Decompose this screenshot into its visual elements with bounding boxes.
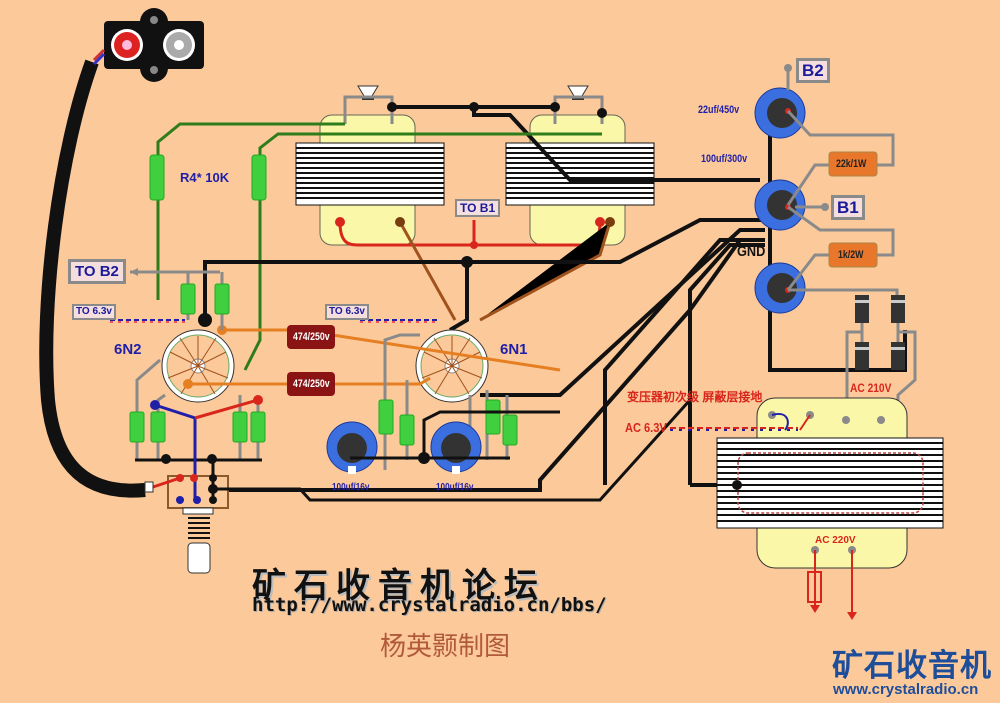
b2-label: B2 xyxy=(796,58,830,83)
resistor-1k-label: 1k/2W xyxy=(838,249,864,261)
cathode-capacitor-left xyxy=(326,421,378,474)
resistor-1k xyxy=(828,242,878,268)
ac-63v-label: AC 6.3V xyxy=(625,420,667,435)
b1-label: B1 xyxy=(831,195,865,220)
tube-6n1-label: 6N1 xyxy=(500,341,528,358)
forum-title: 矿石收音机论坛 xyxy=(252,566,546,606)
resistor-22k xyxy=(828,151,878,177)
site-logo-text: 矿石收音机 xyxy=(832,648,992,684)
filter-capacitor-22uf xyxy=(754,87,806,139)
power-transformer xyxy=(716,397,944,569)
tube-socket-6n1 xyxy=(415,329,489,403)
ac-210v-label: AC 210V xyxy=(850,381,892,395)
coupling-capacitor-bottom xyxy=(287,372,335,396)
coupling-capacitor-top xyxy=(287,325,335,349)
fuse xyxy=(807,571,822,603)
site-logo-url: www.crystalradio.cn xyxy=(833,681,979,698)
capacitor-22uf-label: 22uf/450v xyxy=(698,104,740,116)
coupling-cap-bottom-label: 474/250v xyxy=(293,378,330,390)
forum-url: http://www.crystalradio.cn/bbs/ xyxy=(252,594,607,616)
ac-220v-label: AC 220V xyxy=(815,535,856,546)
filter-capacitor-100uf xyxy=(754,179,806,231)
tube-socket-6n2 xyxy=(161,329,235,403)
shielded-cable xyxy=(39,59,146,498)
r4-label: R4* 10K xyxy=(180,170,230,185)
to-b2-label: TO B2 xyxy=(68,259,126,284)
tube-6n2-label: 6N2 xyxy=(114,341,142,358)
cathode-capacitor-right xyxy=(430,421,482,474)
output-transformer-left xyxy=(295,114,445,246)
author-credit: 杨英颢制图 xyxy=(380,632,511,662)
resistor-22k-label: 22k/1W xyxy=(836,158,867,170)
capacitor-100uf-label: 100uf/300v xyxy=(701,153,748,165)
to-b1-label: TO B1 xyxy=(455,199,501,217)
to-63v-label-left: TO 6.3v xyxy=(72,304,116,320)
to-63v-label-right: TO 6.3v xyxy=(325,304,369,320)
capacitor-100uf16v-left-label: 100uf/16v xyxy=(332,482,370,493)
filter-capacitor-ground xyxy=(754,262,806,314)
coupling-cap-top-label: 474/250v xyxy=(293,331,330,343)
shield-ground-note: 变压器初次级 屏蔽层接地 xyxy=(627,390,763,404)
bridge-rectifier xyxy=(845,295,917,420)
capacitor-100uf16v-right-label: 100uf/16v xyxy=(436,482,474,493)
gnd-label: GND xyxy=(737,243,766,260)
rca-input-jack xyxy=(104,8,204,82)
volume-potentiometer xyxy=(167,475,229,574)
